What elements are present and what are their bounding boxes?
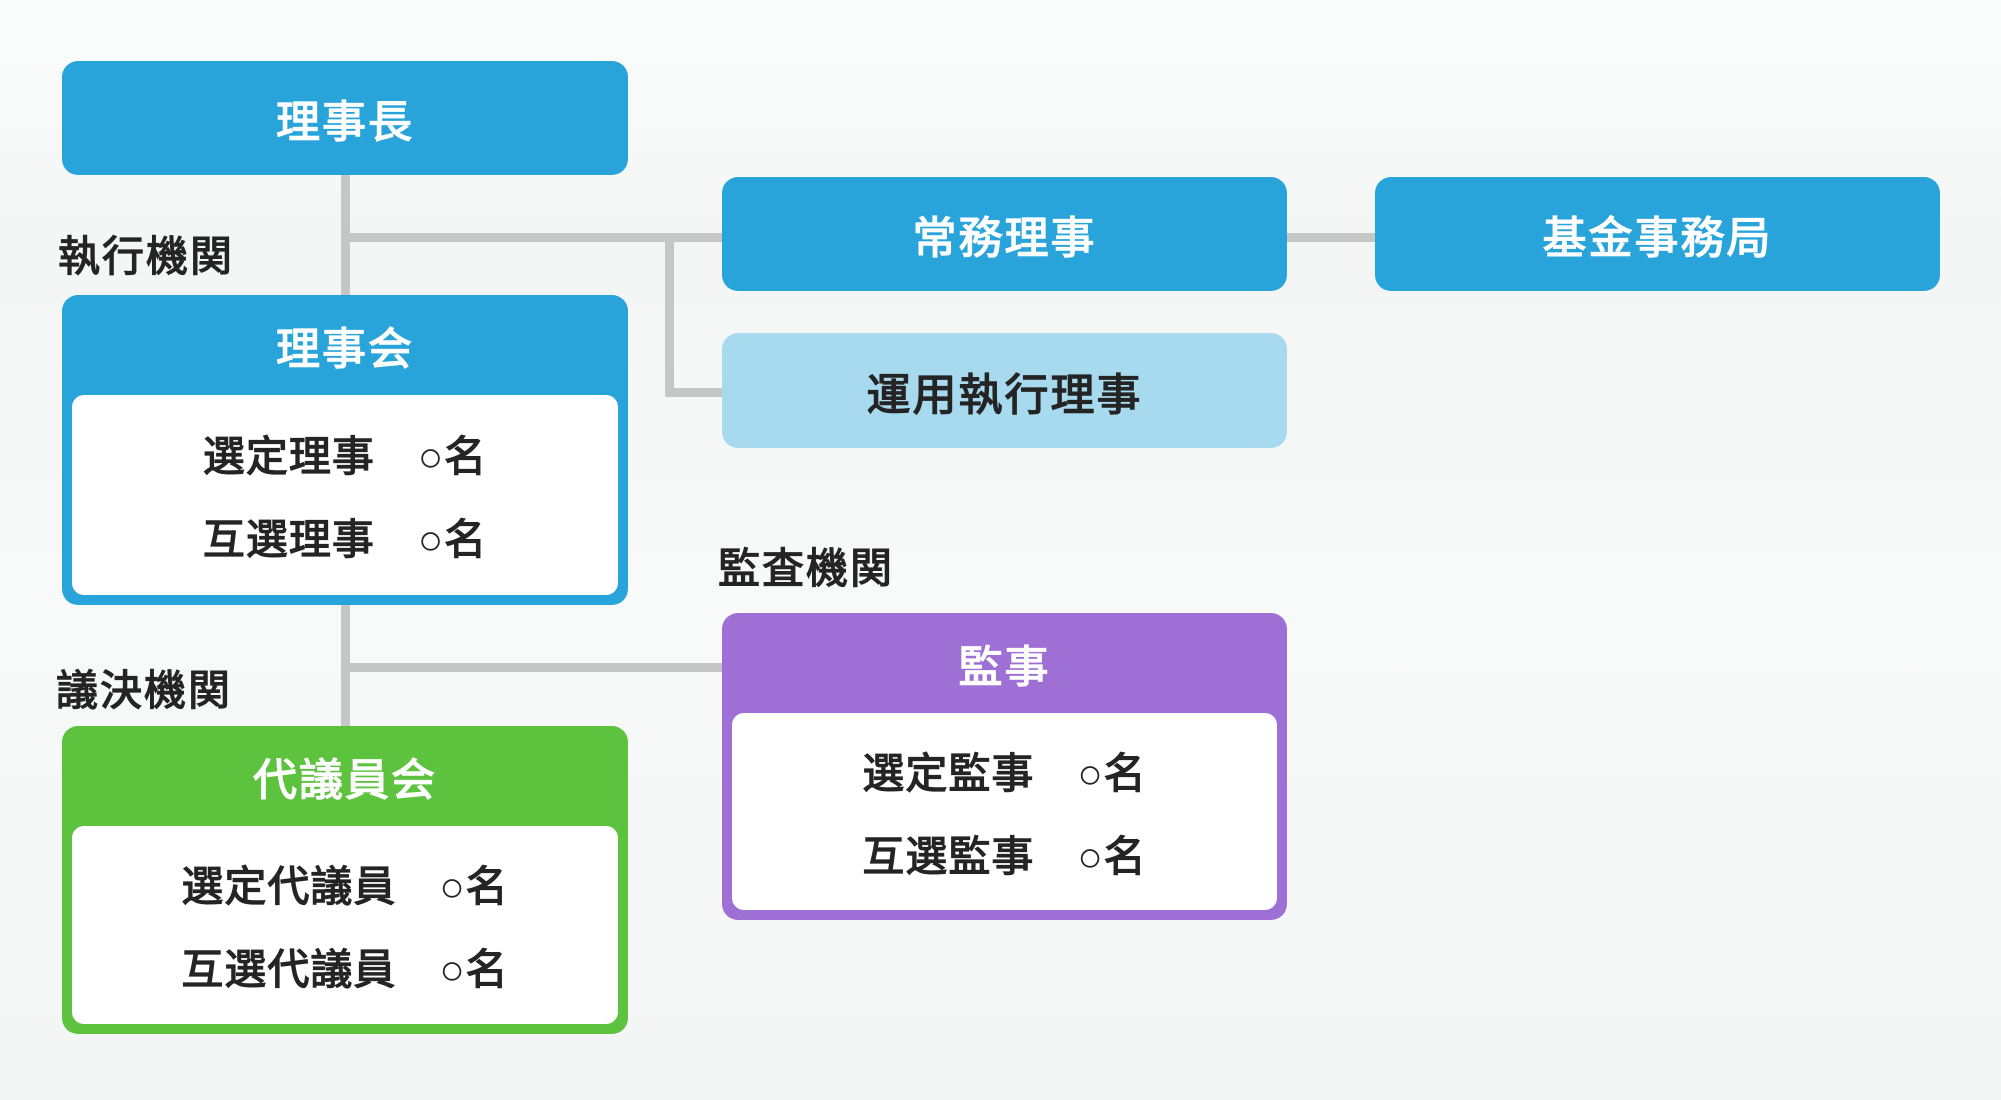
node-board: 理事会 選定理事 ○名 互選理事 ○名 bbox=[62, 295, 628, 605]
node-auditors-row: 互選監事 ○名 bbox=[862, 832, 1147, 880]
node-chairman: 理事長 bbox=[62, 61, 628, 175]
connector-drop-to-investment bbox=[665, 233, 674, 397]
node-board-row: 互選理事 ○名 bbox=[202, 516, 488, 563]
node-representatives-panel: 選定代議員 ○名 互選代議員 ○名 bbox=[72, 826, 618, 1024]
node-representatives-row: 互選代議員 ○名 bbox=[181, 946, 509, 993]
connector-managing-to-fundoffice bbox=[1287, 233, 1375, 242]
node-board-panel: 選定理事 ○名 互選理事 ○名 bbox=[72, 395, 618, 595]
label-audit-organ: 監査機関 bbox=[718, 545, 895, 592]
node-representatives-row: 選定代議員 ○名 bbox=[181, 863, 509, 910]
label-executive-organ: 執行機関 bbox=[58, 233, 235, 280]
node-fund-office: 基金事務局 bbox=[1375, 177, 1940, 291]
node-auditors-panel: 選定監事 ○名 互選監事 ○名 bbox=[732, 713, 1277, 910]
node-auditors-title: 監事 bbox=[958, 643, 1051, 692]
node-representatives-title: 代議員会 bbox=[253, 756, 437, 805]
node-auditors-row: 選定監事 ○名 bbox=[862, 749, 1147, 797]
node-managing-director: 常務理事 bbox=[722, 177, 1287, 291]
node-board-title: 理事会 bbox=[276, 325, 414, 374]
node-fund-office-label: 基金事務局 bbox=[1542, 214, 1773, 263]
connector-executive-branch-horizontal bbox=[341, 233, 722, 242]
connector-investment-horizontal bbox=[665, 388, 722, 397]
node-board-row: 選定理事 ○名 bbox=[202, 433, 488, 480]
node-representatives: 代議員会 選定代議員 ○名 互選代議員 ○名 bbox=[62, 726, 628, 1034]
node-chairman-label: 理事長 bbox=[276, 98, 414, 147]
label-decision-organ: 議決機関 bbox=[56, 667, 233, 714]
node-investment-exec-director-label: 運用執行理事 bbox=[866, 370, 1143, 420]
node-managing-director-label: 常務理事 bbox=[912, 214, 1097, 263]
node-auditors: 監事 選定監事 ○名 互選監事 ○名 bbox=[722, 613, 1287, 920]
connector-auditors-horizontal bbox=[345, 663, 722, 672]
node-investment-exec-director: 運用執行理事 bbox=[722, 333, 1287, 448]
